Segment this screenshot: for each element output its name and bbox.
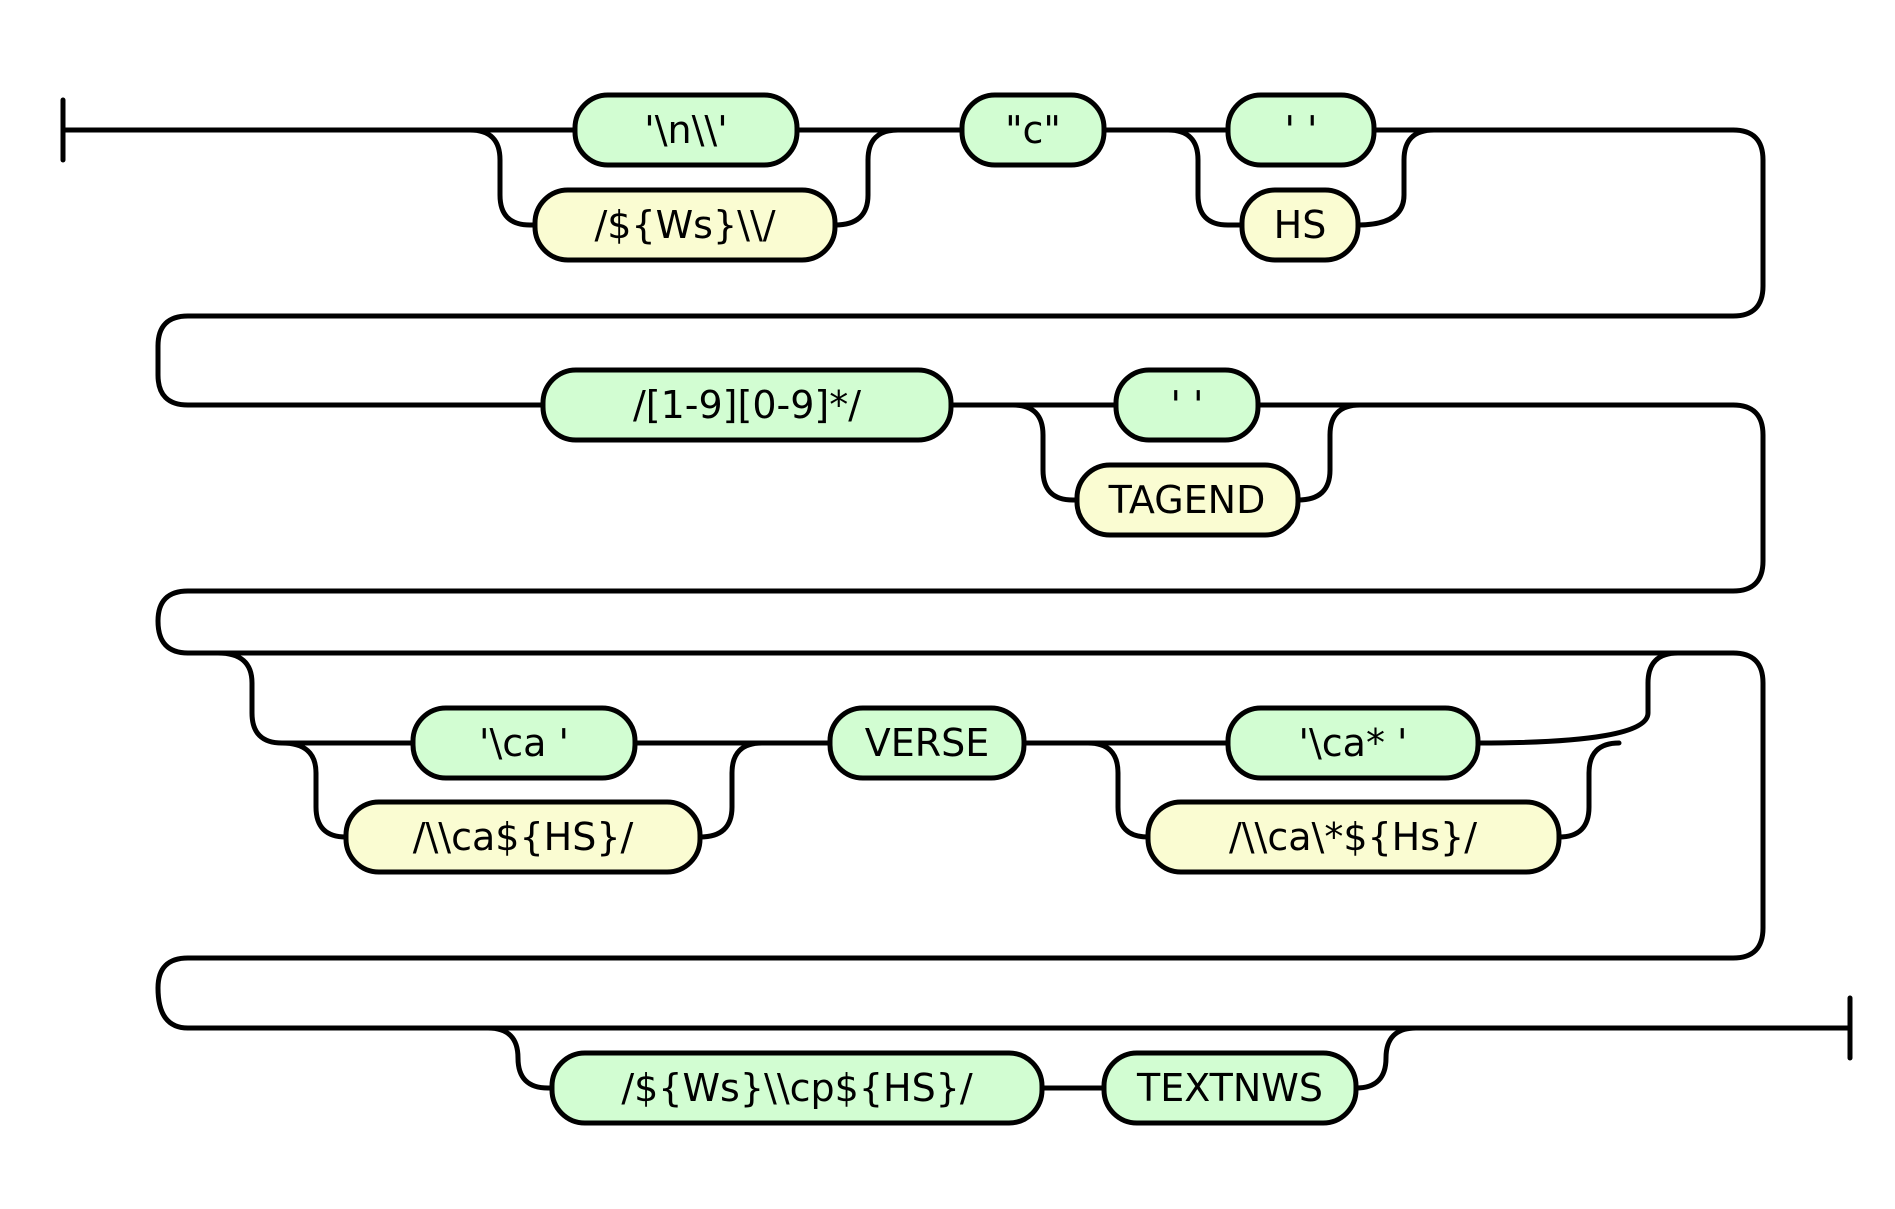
label-hs: HS <box>1274 203 1327 247</box>
row2-choice-bypass <box>1010 402 1080 503</box>
row3-choice1-bypass <box>279 740 349 840</box>
label-cp-regex: /${Ws}\\cp${HS}/ <box>621 1066 973 1110</box>
label-space: ' ' <box>1285 108 1318 152</box>
label-ws-backslash: /${Ws}\\/ <box>594 203 775 247</box>
rail-lines <box>60 97 1853 1091</box>
label-chapter-number: /[1-9][0-9]*/ <box>633 383 861 427</box>
label-c: "c" <box>1005 108 1061 152</box>
terminal-cp-regex <box>549 1050 1045 1126</box>
wrap-line-3 <box>155 650 1766 1031</box>
wrap-line-1 <box>155 127 1766 408</box>
label-space-2: ' ' <box>1171 383 1204 427</box>
nonterminal-ws-backslash <box>532 187 838 263</box>
nonterminal-ca-open-regex <box>343 799 703 875</box>
terminal-ca-open <box>410 705 638 781</box>
nonterminal-hs <box>1239 187 1361 263</box>
labels: '\n\\' /${Ws}\\/ "c" ' ' HS /[1-9][0-9]*… <box>413 108 1478 1110</box>
label-ca-open-regex: /\\ca${HS}/ <box>413 815 634 859</box>
label-ca-close-regex: /\\ca\*${Hs}/ <box>1229 815 1477 859</box>
terminal-space <box>1225 92 1377 168</box>
row1-choice2-bypass <box>1165 127 1245 228</box>
terminal-c <box>959 92 1107 168</box>
label-textnws: TEXTNWS <box>1136 1066 1323 1110</box>
label-tagend: TAGEND <box>1108 478 1266 522</box>
terminal-space-2 <box>1113 367 1261 443</box>
label-ca-close: '\ca* ' <box>1299 721 1408 765</box>
nonterminal-ca-close-regex <box>1145 799 1562 875</box>
nonterminal-tagend <box>1074 462 1301 538</box>
row3-choice2-bypass <box>1085 740 1151 840</box>
boxes <box>343 92 1562 1126</box>
terminal-chapter-number <box>540 367 954 443</box>
terminal-newline-backslash <box>572 92 800 168</box>
label-newline-backslash: '\n\\' <box>644 108 727 152</box>
terminal-ca-close <box>1225 705 1481 781</box>
terminal-textnws <box>1101 1050 1359 1126</box>
label-verse: VERSE <box>865 721 990 765</box>
wrap-line-2 <box>155 402 1766 656</box>
terminal-verse <box>827 705 1027 781</box>
row1-choice1-bypass <box>467 127 538 228</box>
label-ca-open: '\ca ' <box>479 721 569 765</box>
